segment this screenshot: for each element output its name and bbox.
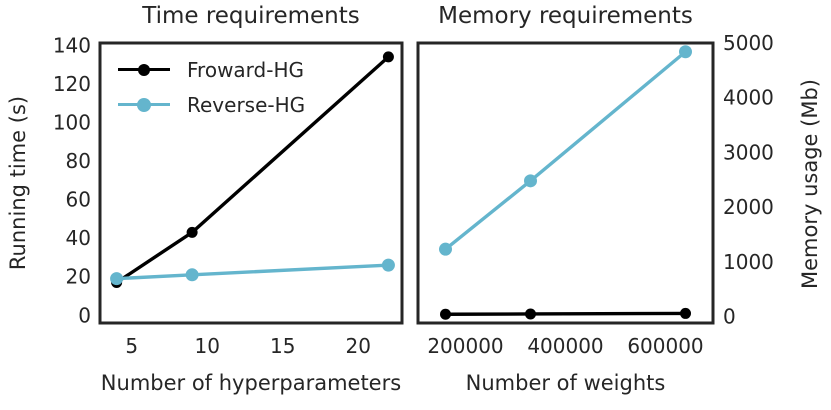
forward-hg-marker-dot (138, 64, 150, 76)
y-tick-label: 5000 (723, 31, 774, 55)
y-tick-label: 100 (53, 110, 91, 134)
forward-hg-line-swatch (118, 57, 170, 83)
y-tick-label: 40 (66, 226, 91, 250)
froward-hg-marker (680, 307, 691, 319)
legend-item-forward-hg: Froward-HG (118, 57, 305, 83)
x-axis-label-weights: Number of weights (465, 371, 666, 395)
reverse-hg-marker (381, 258, 395, 272)
reverse-hg-marker (679, 45, 692, 59)
reverse-hg-marker (185, 268, 199, 282)
legend: Froward-HG Reverse-HG (118, 57, 305, 118)
x-tick-label: 600000 (627, 334, 703, 358)
froward-hg-line (443, 311, 688, 316)
y-tick-label: 1000 (723, 250, 774, 274)
froward-hg-marker (382, 51, 394, 63)
y-tick-label: 60 (66, 188, 91, 212)
y-axis-label-running-time: Running time (s) (6, 95, 30, 271)
x-tick-label: 15 (270, 334, 295, 358)
y-tick-label: 2000 (723, 195, 774, 219)
y-tick-label: 0 (78, 303, 91, 327)
legend-item-reverse-hg: Reverse-HG (118, 92, 305, 118)
y-axis-label-memory-usage: Memory usage (Mb) (798, 79, 822, 289)
y-tick-label: 3000 (723, 140, 774, 164)
legend-label-reverse-hg: Reverse-HG (187, 93, 306, 117)
reverse-hg-marker (524, 174, 537, 188)
x-tick-label: 5 (125, 334, 138, 358)
plot-frame (416, 41, 715, 325)
y-tick-label: 140 (53, 33, 91, 57)
x-tick-label: 20 (345, 334, 370, 358)
x-tick-label: 10 (194, 334, 219, 358)
y-tick-label: 0 (723, 304, 736, 328)
plot-title-time: Time requirements (142, 3, 360, 29)
x-tick-label: 200000 (427, 334, 503, 358)
y-tick-label: 4000 (723, 86, 774, 110)
froward-hg-marker (186, 226, 198, 238)
y-tick-label: 80 (66, 149, 91, 173)
reverse-hg-line (114, 263, 391, 281)
plot-frame (98, 41, 404, 325)
x-tick-label: 400000 (527, 334, 603, 358)
froward-hg-marker (525, 308, 536, 320)
x-axis-label-hyperparameters: Number of hyperparameters (100, 371, 402, 395)
y-tick-label: 20 (66, 265, 91, 289)
reverse-hg-marker-dot (137, 98, 151, 112)
legend-label-forward-hg: Froward-HG (187, 58, 305, 82)
y-tick-label: 120 (53, 72, 91, 96)
plot-title-memory: Memory requirements (438, 3, 693, 29)
reverse-hg-line-swatch (118, 92, 170, 118)
reverse-hg-line (443, 50, 688, 251)
froward-hg-marker (440, 308, 451, 320)
reverse-hg-marker (110, 272, 124, 286)
reverse-hg-marker (439, 242, 452, 256)
